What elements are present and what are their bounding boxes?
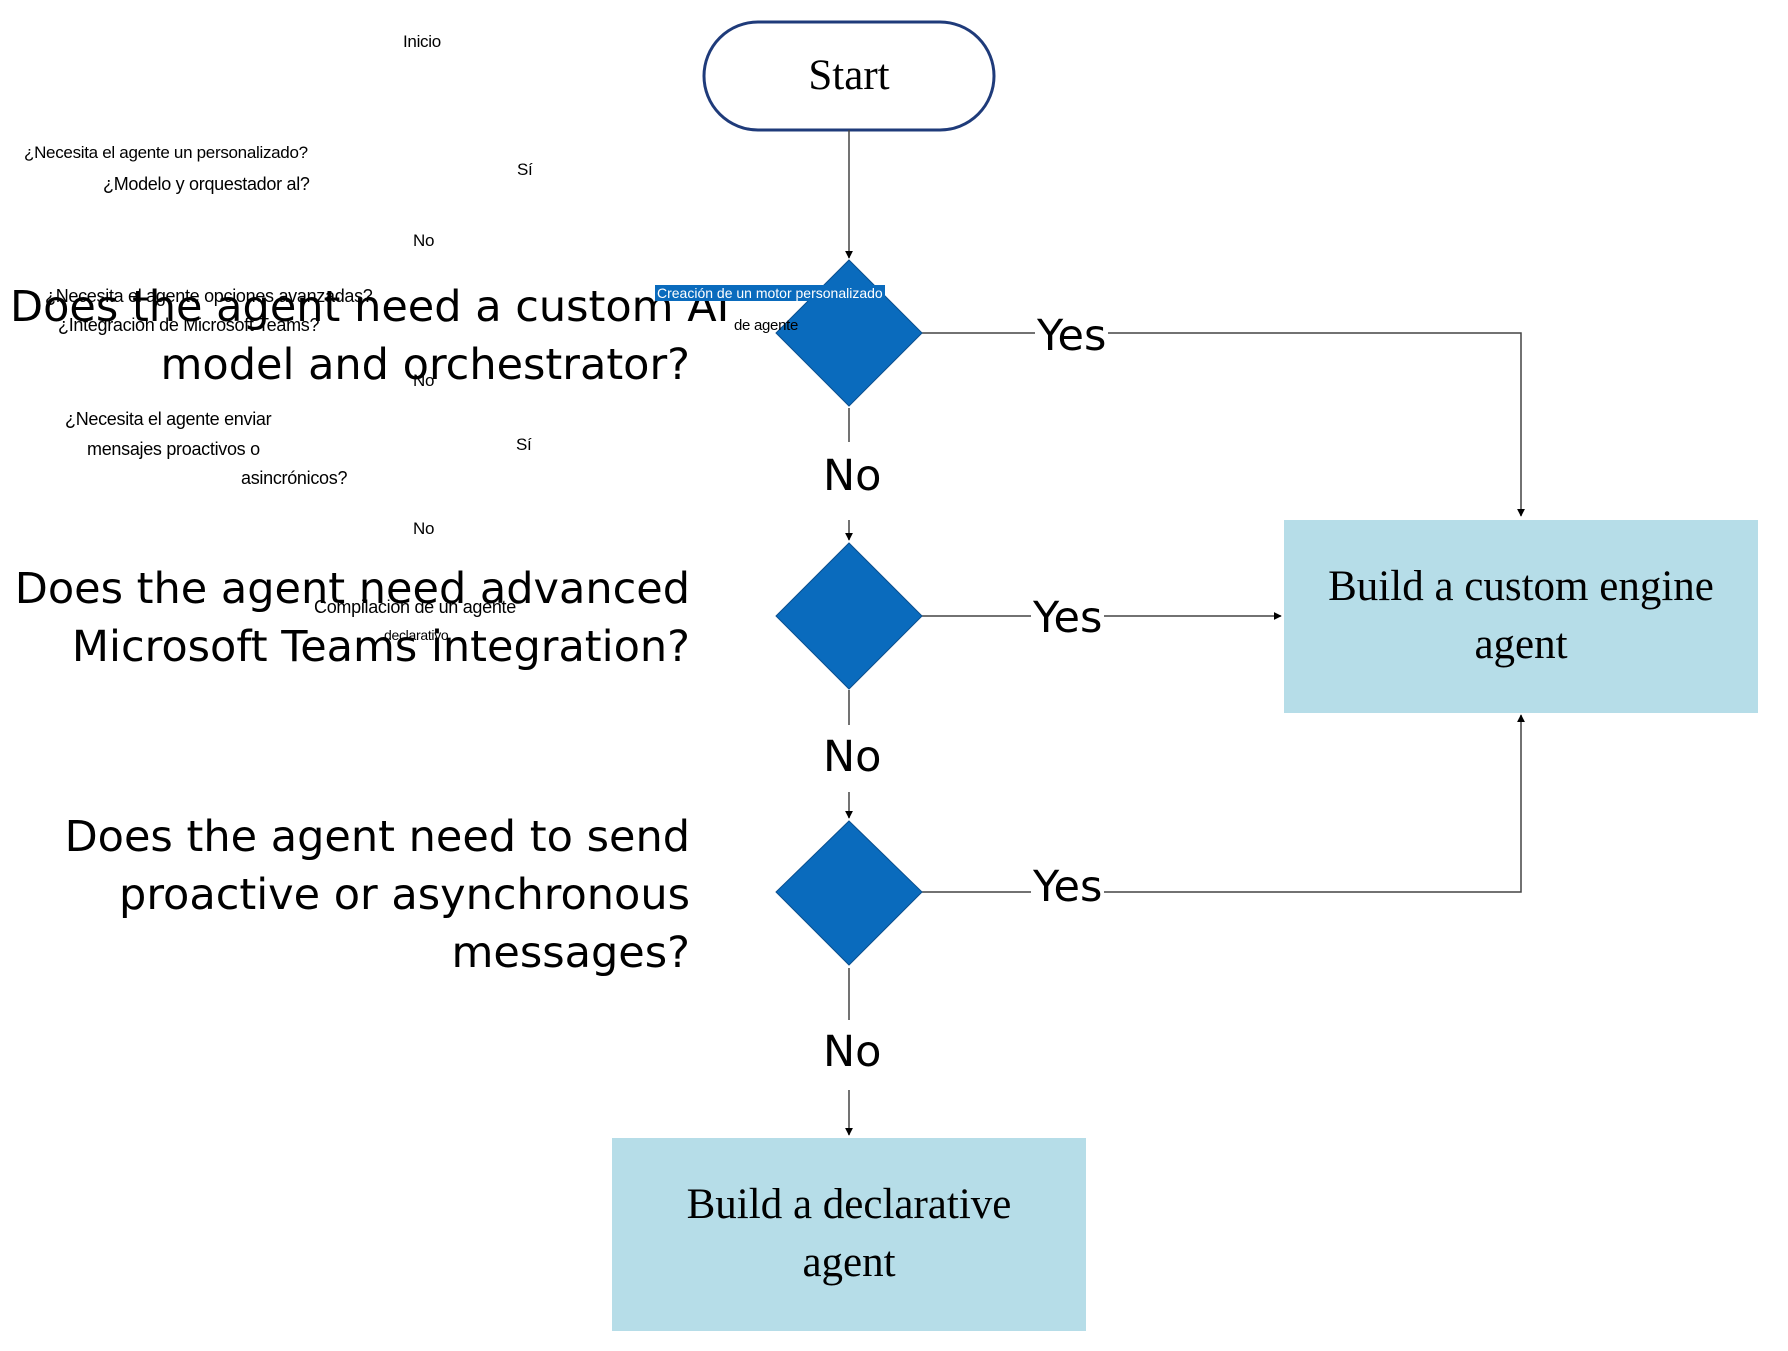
edge-label-no-1: No bbox=[823, 451, 882, 501]
es-decl-line-2: declarativo bbox=[384, 627, 449, 643]
edge-label-yes-1: Yes bbox=[1035, 311, 1109, 361]
edge-q3-yes bbox=[922, 714, 1525, 893]
question-2-line-2: Microsoft Teams integration? bbox=[71, 622, 690, 672]
custom-engine-label: Build a custom engine agent bbox=[1284, 558, 1758, 674]
edge-label-yes-2: Yes bbox=[1031, 593, 1105, 643]
decision-q2 bbox=[775, 542, 923, 690]
question-1: Does the agent need a custom AI model an… bbox=[10, 278, 730, 394]
edge-label-no-2: No bbox=[823, 732, 882, 782]
es-no-2: No bbox=[413, 371, 435, 390]
question-1-line-2: model and orchestrator? bbox=[160, 340, 690, 390]
decision-q3 bbox=[775, 820, 923, 966]
es-decl-line-1: Compilación de un agente bbox=[314, 597, 516, 617]
es-no-3: No bbox=[413, 519, 435, 538]
es-custom-line-2: de agente bbox=[734, 317, 799, 334]
declarative-line-1: Build a declarative bbox=[686, 1181, 1012, 1228]
question-3-line-2: proactive or asynchronous bbox=[119, 870, 690, 920]
es-no-1: No bbox=[413, 231, 435, 250]
declarative-box bbox=[612, 1138, 1086, 1331]
question-3-line-1: Does the agent need to send bbox=[64, 812, 690, 862]
edge-q1-yes bbox=[922, 332, 1525, 517]
custom-engine-line-1: Build a custom engine bbox=[1328, 563, 1714, 610]
es-q2-line-2: ¿Integración de Microsoft Teams? bbox=[58, 315, 320, 335]
es-si-2: Sí bbox=[516, 435, 532, 454]
es-si-1: Sí bbox=[517, 160, 533, 179]
question-3: Does the agent need to send proactive or… bbox=[10, 808, 690, 982]
es-q2-line-1: ¿Necesita el agente opciones avanzadas? bbox=[45, 286, 373, 306]
es-q3-line-1: ¿Necesita el agente enviar bbox=[65, 409, 272, 429]
es-q3-line-3: asincrónicos? bbox=[241, 468, 348, 488]
edge-label-yes-3: Yes bbox=[1031, 862, 1105, 912]
declarative-line-2: agent bbox=[802, 1239, 896, 1286]
es-q3-line-2: mensajes proactivos o bbox=[87, 439, 260, 459]
declarative-label: Build a declarative agent bbox=[612, 1176, 1086, 1292]
question-1-line-1: Does the agent need a custom AI bbox=[10, 282, 730, 332]
custom-engine-box bbox=[1284, 520, 1758, 713]
es-custom-line-1: Creación de un motor personalizado bbox=[655, 285, 885, 301]
question-2: Does the agent need advanced Microsoft T… bbox=[10, 560, 690, 676]
question-3-line-3: messages? bbox=[451, 928, 690, 978]
es-inicio: Inicio bbox=[403, 32, 441, 51]
es-q1-line-2: ¿Modelo y orquestador al? bbox=[103, 174, 310, 194]
custom-engine-line-2: agent bbox=[1474, 621, 1568, 668]
edge-label-no-3: No bbox=[823, 1027, 882, 1077]
start-label: Start bbox=[808, 52, 890, 99]
es-q1-line-1: ¿Necesita el agente un personalizado? bbox=[24, 143, 308, 162]
question-2-line-1: Does the agent need advanced bbox=[14, 564, 690, 614]
